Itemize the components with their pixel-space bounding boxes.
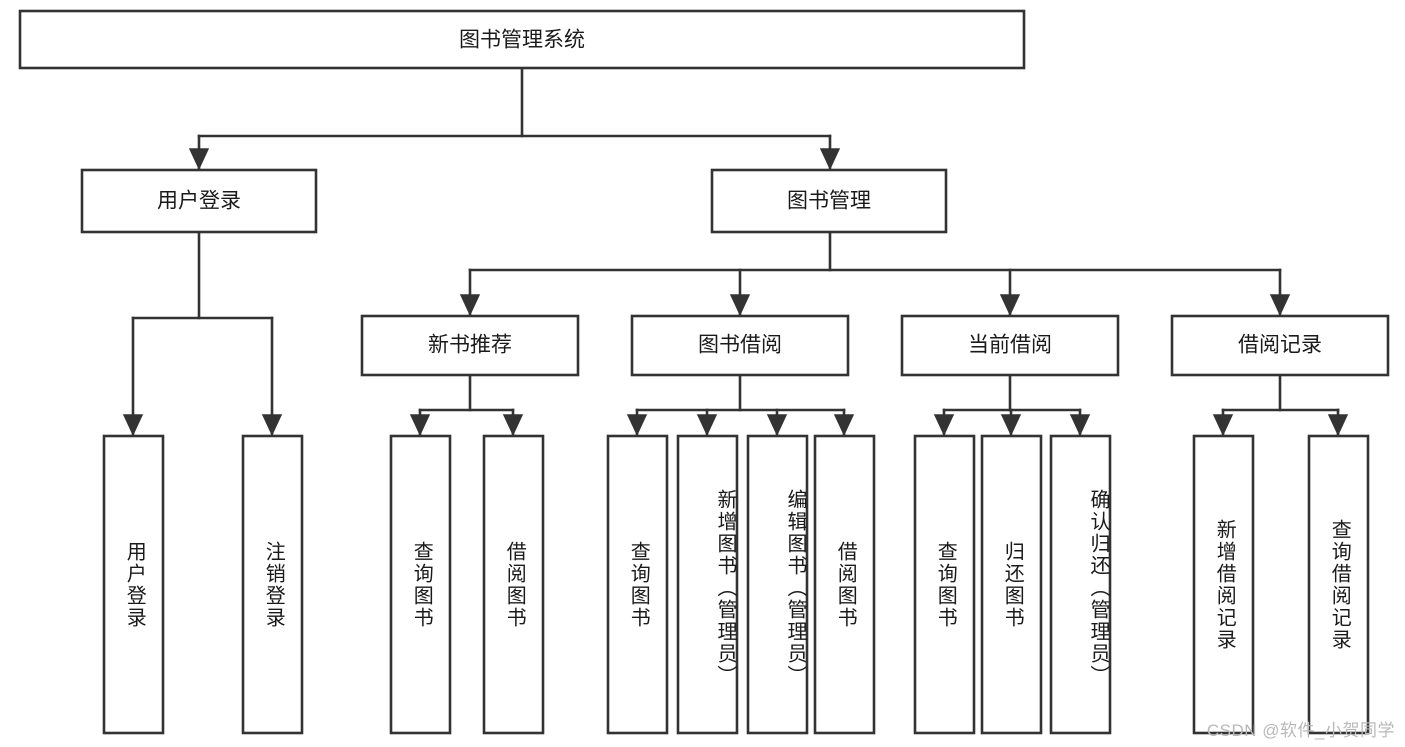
node-book-borrow[interactable]: 图书借阅: [630, 314, 850, 377]
connector-group-current-borrow: [933, 373, 1091, 437]
leaf-box-query-book-3[interactable]: [913, 434, 976, 735]
leaf-box-return-book[interactable]: [980, 434, 1043, 735]
connector-group-new-book-recommend: [409, 373, 524, 437]
node-new-book-recommend-box[interactable]: [360, 314, 580, 377]
node-borrow-record[interactable]: 借阅记录: [1170, 314, 1390, 377]
node-new-book-recommend[interactable]: 新书推荐: [360, 314, 580, 377]
node-book-manage-box[interactable]: [710, 168, 948, 234]
leaf-box-query-book-2[interactable]: [606, 434, 669, 735]
leaf-box-user-login[interactable]: [102, 434, 165, 735]
node-root-box[interactable]: [18, 9, 1026, 70]
connector-group-root: [188, 66, 841, 171]
node-root-label: 图书管理系统: [459, 29, 585, 52]
connector-group-book-borrow: [626, 373, 855, 437]
connector-group-user-login: [122, 230, 283, 437]
node-book-borrow-box[interactable]: [630, 314, 850, 377]
leaf-box-borrow-book-2[interactable]: [813, 434, 876, 735]
node-user-login[interactable]: 用户登录: [80, 168, 318, 234]
node-root[interactable]: 图书管理系统: [18, 9, 1026, 70]
node-current-borrow-label: 当前借阅: [968, 334, 1052, 357]
connector-group-book-manage: [459, 230, 1291, 317]
leaf-box-query-record[interactable]: [1307, 434, 1370, 735]
leaf-box-add-record[interactable]: [1192, 434, 1255, 735]
connector-group-borrow-record: [1212, 373, 1349, 437]
node-current-borrow[interactable]: 当前借阅: [900, 314, 1120, 377]
leaf-box-edit-book[interactable]: [746, 434, 809, 735]
leaf-box-borrow-book-1[interactable]: [482, 434, 545, 735]
node-user-login-box[interactable]: [80, 168, 318, 234]
node-book-manage-label: 图书管理: [787, 190, 871, 213]
node-borrow-record-box[interactable]: [1170, 314, 1390, 377]
leaf-box-query-book-1[interactable]: [389, 434, 452, 735]
leaf-box-user-logout[interactable]: [241, 434, 304, 735]
node-current-borrow-box[interactable]: [900, 314, 1120, 377]
node-book-borrow-label: 图书借阅: [698, 334, 782, 357]
node-book-manage[interactable]: 图书管理: [710, 168, 948, 234]
watermark-text: CSDN @软件_小贺同学: [1206, 721, 1395, 740]
node-user-login-label: 用户登录: [157, 190, 241, 213]
leaf-box-confirm-return[interactable]: [1049, 434, 1112, 735]
leaf-box-add-book[interactable]: [676, 434, 739, 735]
leaf-boxes: [102, 434, 1370, 735]
node-borrow-record-label: 借阅记录: [1238, 334, 1322, 357]
node-new-book-recommend-label: 新书推荐: [428, 334, 512, 357]
